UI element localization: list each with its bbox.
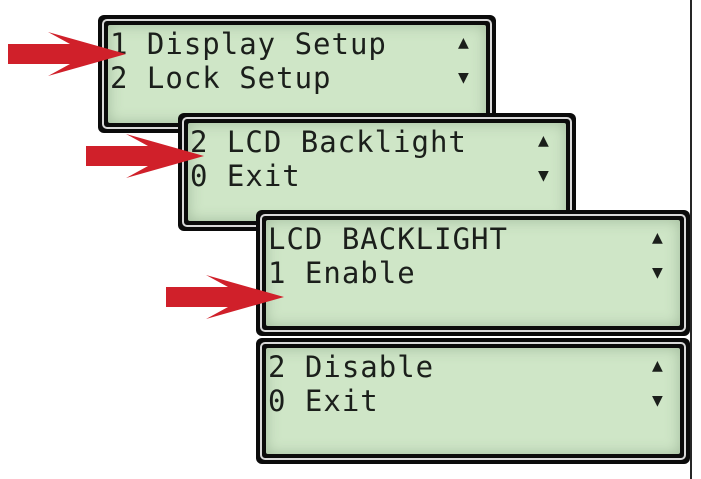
- scroll-up-icon: ▲: [652, 355, 663, 376]
- right-arrow-icon: [86, 134, 204, 178]
- lcd-screen: 1 Display Setup 2 Lock Setup ▲ ▼: [108, 25, 486, 123]
- lcd-screen: 2 Disable 0 Exit ▲ ▼: [266, 348, 680, 454]
- lcd-bezel: [260, 214, 686, 332]
- scroll-up-icon: ▲: [538, 130, 549, 151]
- menu-line-lcd-backlight: 2 LCD Backlight: [190, 125, 467, 159]
- lcd-display-main-menu: 1 Display Setup 2 Lock Setup ▲ ▼: [98, 15, 496, 133]
- menu-line-enable: 1 Enable: [268, 256, 416, 290]
- scroll-down-icon: ▼: [458, 67, 469, 88]
- lcd-display-lcd-backlight-continued: 2 Disable 0 Exit ▲ ▼: [256, 338, 690, 464]
- scroll-down-icon: ▼: [652, 390, 663, 411]
- menu-line-disable: 2 Disable: [268, 350, 435, 384]
- lcd-bezel: [260, 342, 686, 460]
- scroll-up-icon: ▲: [652, 227, 663, 248]
- lcd-screen: LCD BACKLIGHT 1 Enable ▲ ▼: [266, 220, 680, 326]
- right-arrow-icon: [8, 32, 126, 76]
- lcd-display-lcd-backlight: LCD BACKLIGHT 1 Enable ▲ ▼: [256, 210, 690, 336]
- lcd-screen: 2 LCD Backlight 0 Exit ▲ ▼: [188, 123, 566, 221]
- scroll-down-icon: ▼: [652, 262, 663, 283]
- menu-line-exit: 0 Exit: [190, 159, 301, 193]
- menu-line-exit: 0 Exit: [268, 384, 379, 418]
- right-arrow-icon: [166, 275, 284, 319]
- menu-title-lcd-backlight: LCD BACKLIGHT: [268, 222, 508, 256]
- menu-line-lock-setup: 2 Lock Setup: [110, 61, 332, 95]
- menu-line-display-setup: 1 Display Setup: [110, 27, 387, 61]
- scroll-down-icon: ▼: [538, 165, 549, 186]
- scroll-up-icon: ▲: [458, 32, 469, 53]
- page-divider: [690, 0, 692, 479]
